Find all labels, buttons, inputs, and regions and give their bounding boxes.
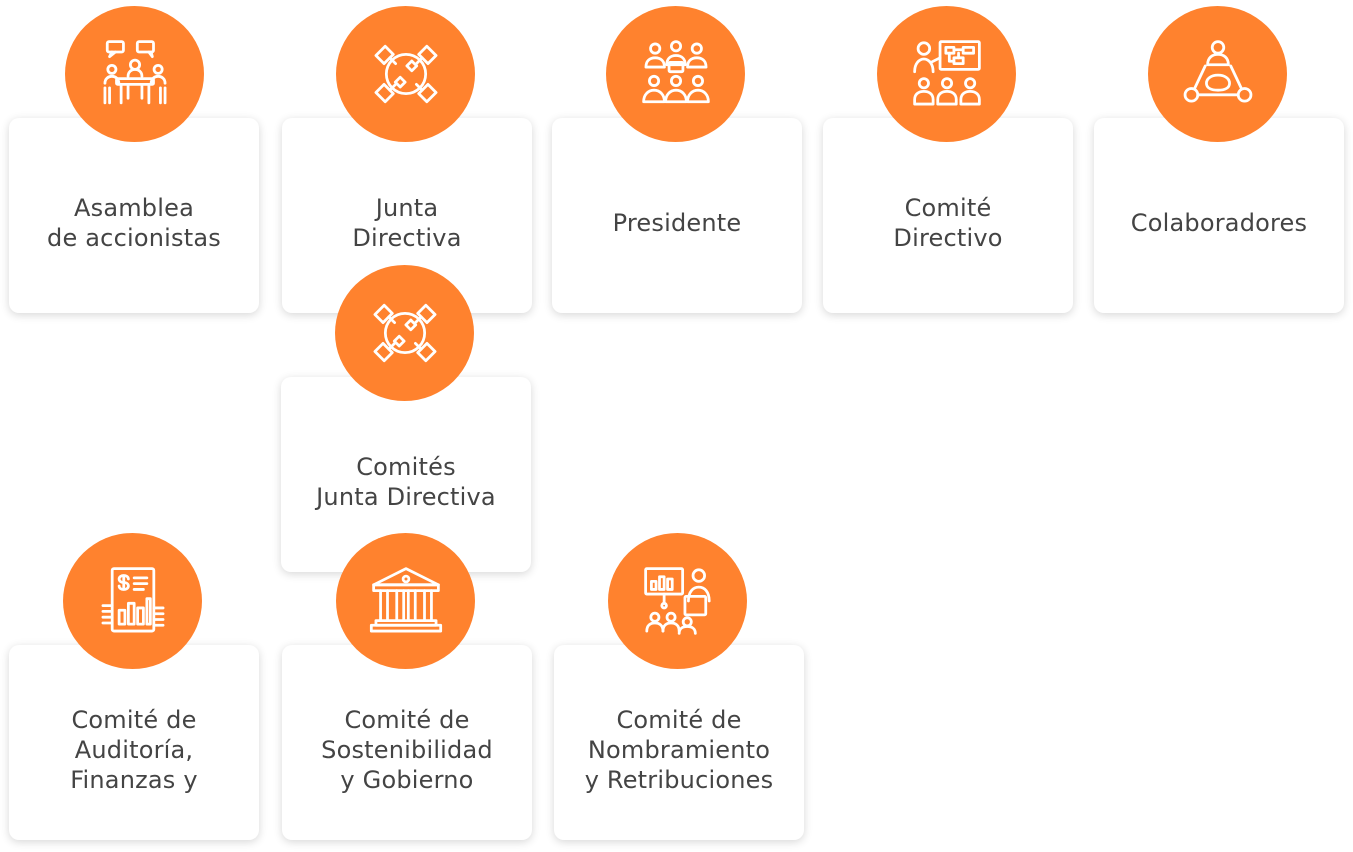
badge-comite-auditoria: [63, 533, 202, 669]
badge-colaboradores: [1148, 6, 1287, 142]
flowchart-team-icon: [912, 40, 981, 106]
node-label-presidente: Presidente: [612, 208, 742, 237]
card-asamblea[interactable]: Asamblea de accionistas: [9, 118, 259, 313]
card-comite-nombramiento[interactable]: Comité de Nombramiento y Retribuciones: [554, 645, 804, 840]
node-label-comite-sostenibilidad: Comité de Sostenibilidad y Gobierno: [321, 705, 493, 794]
handshake-circle-icon: [373, 303, 436, 363]
presenter-chart-icon: [643, 567, 711, 635]
card-comite-sostenibilidad[interactable]: Comité de Sostenibilidad y Gobierno: [282, 645, 532, 840]
badge-presidente: [606, 6, 745, 142]
badge-comite-directivo: [877, 6, 1016, 142]
node-label-comites-junta-directiva: Comités Junta Directiva: [316, 452, 496, 511]
card-colaboradores[interactable]: Colaboradores: [1094, 118, 1344, 313]
card-presidente[interactable]: Presidente: [552, 118, 802, 313]
card-comite-auditoria[interactable]: Comité de Auditoría, Finanzas y: [9, 645, 259, 840]
node-label-comite-auditoria: Comité de Auditoría, Finanzas y: [70, 705, 198, 794]
badge-junta-directiva: [336, 6, 475, 142]
badge-asamblea: [65, 6, 204, 142]
card-comites-junta-directiva[interactable]: Comités Junta Directiva: [281, 377, 531, 572]
node-label-colaboradores: Colaboradores: [1130, 208, 1308, 237]
node-label-comite-directivo: Comité Directivo: [893, 193, 1003, 252]
network-people-icon: [1183, 40, 1252, 103]
badge-comite-nombramiento: [608, 533, 747, 669]
badge-comite-sostenibilidad: [336, 533, 475, 669]
handshake-circle-icon: [374, 44, 437, 104]
badge-comites-junta-directiva: [335, 265, 474, 401]
node-label-junta-directiva: Junta Directiva: [352, 193, 462, 252]
node-label-comite-nombramiento: Comité de Nombramiento y Retribuciones: [584, 705, 774, 794]
finance-report-icon: [101, 567, 164, 633]
meeting-table-icon: [103, 40, 166, 105]
government-building-icon: [369, 567, 442, 633]
audience-presentation-icon: [641, 40, 710, 104]
card-comite-directivo[interactable]: Comité Directivo: [823, 118, 1073, 313]
node-label-asamblea: Asamblea de accionistas: [47, 193, 221, 252]
